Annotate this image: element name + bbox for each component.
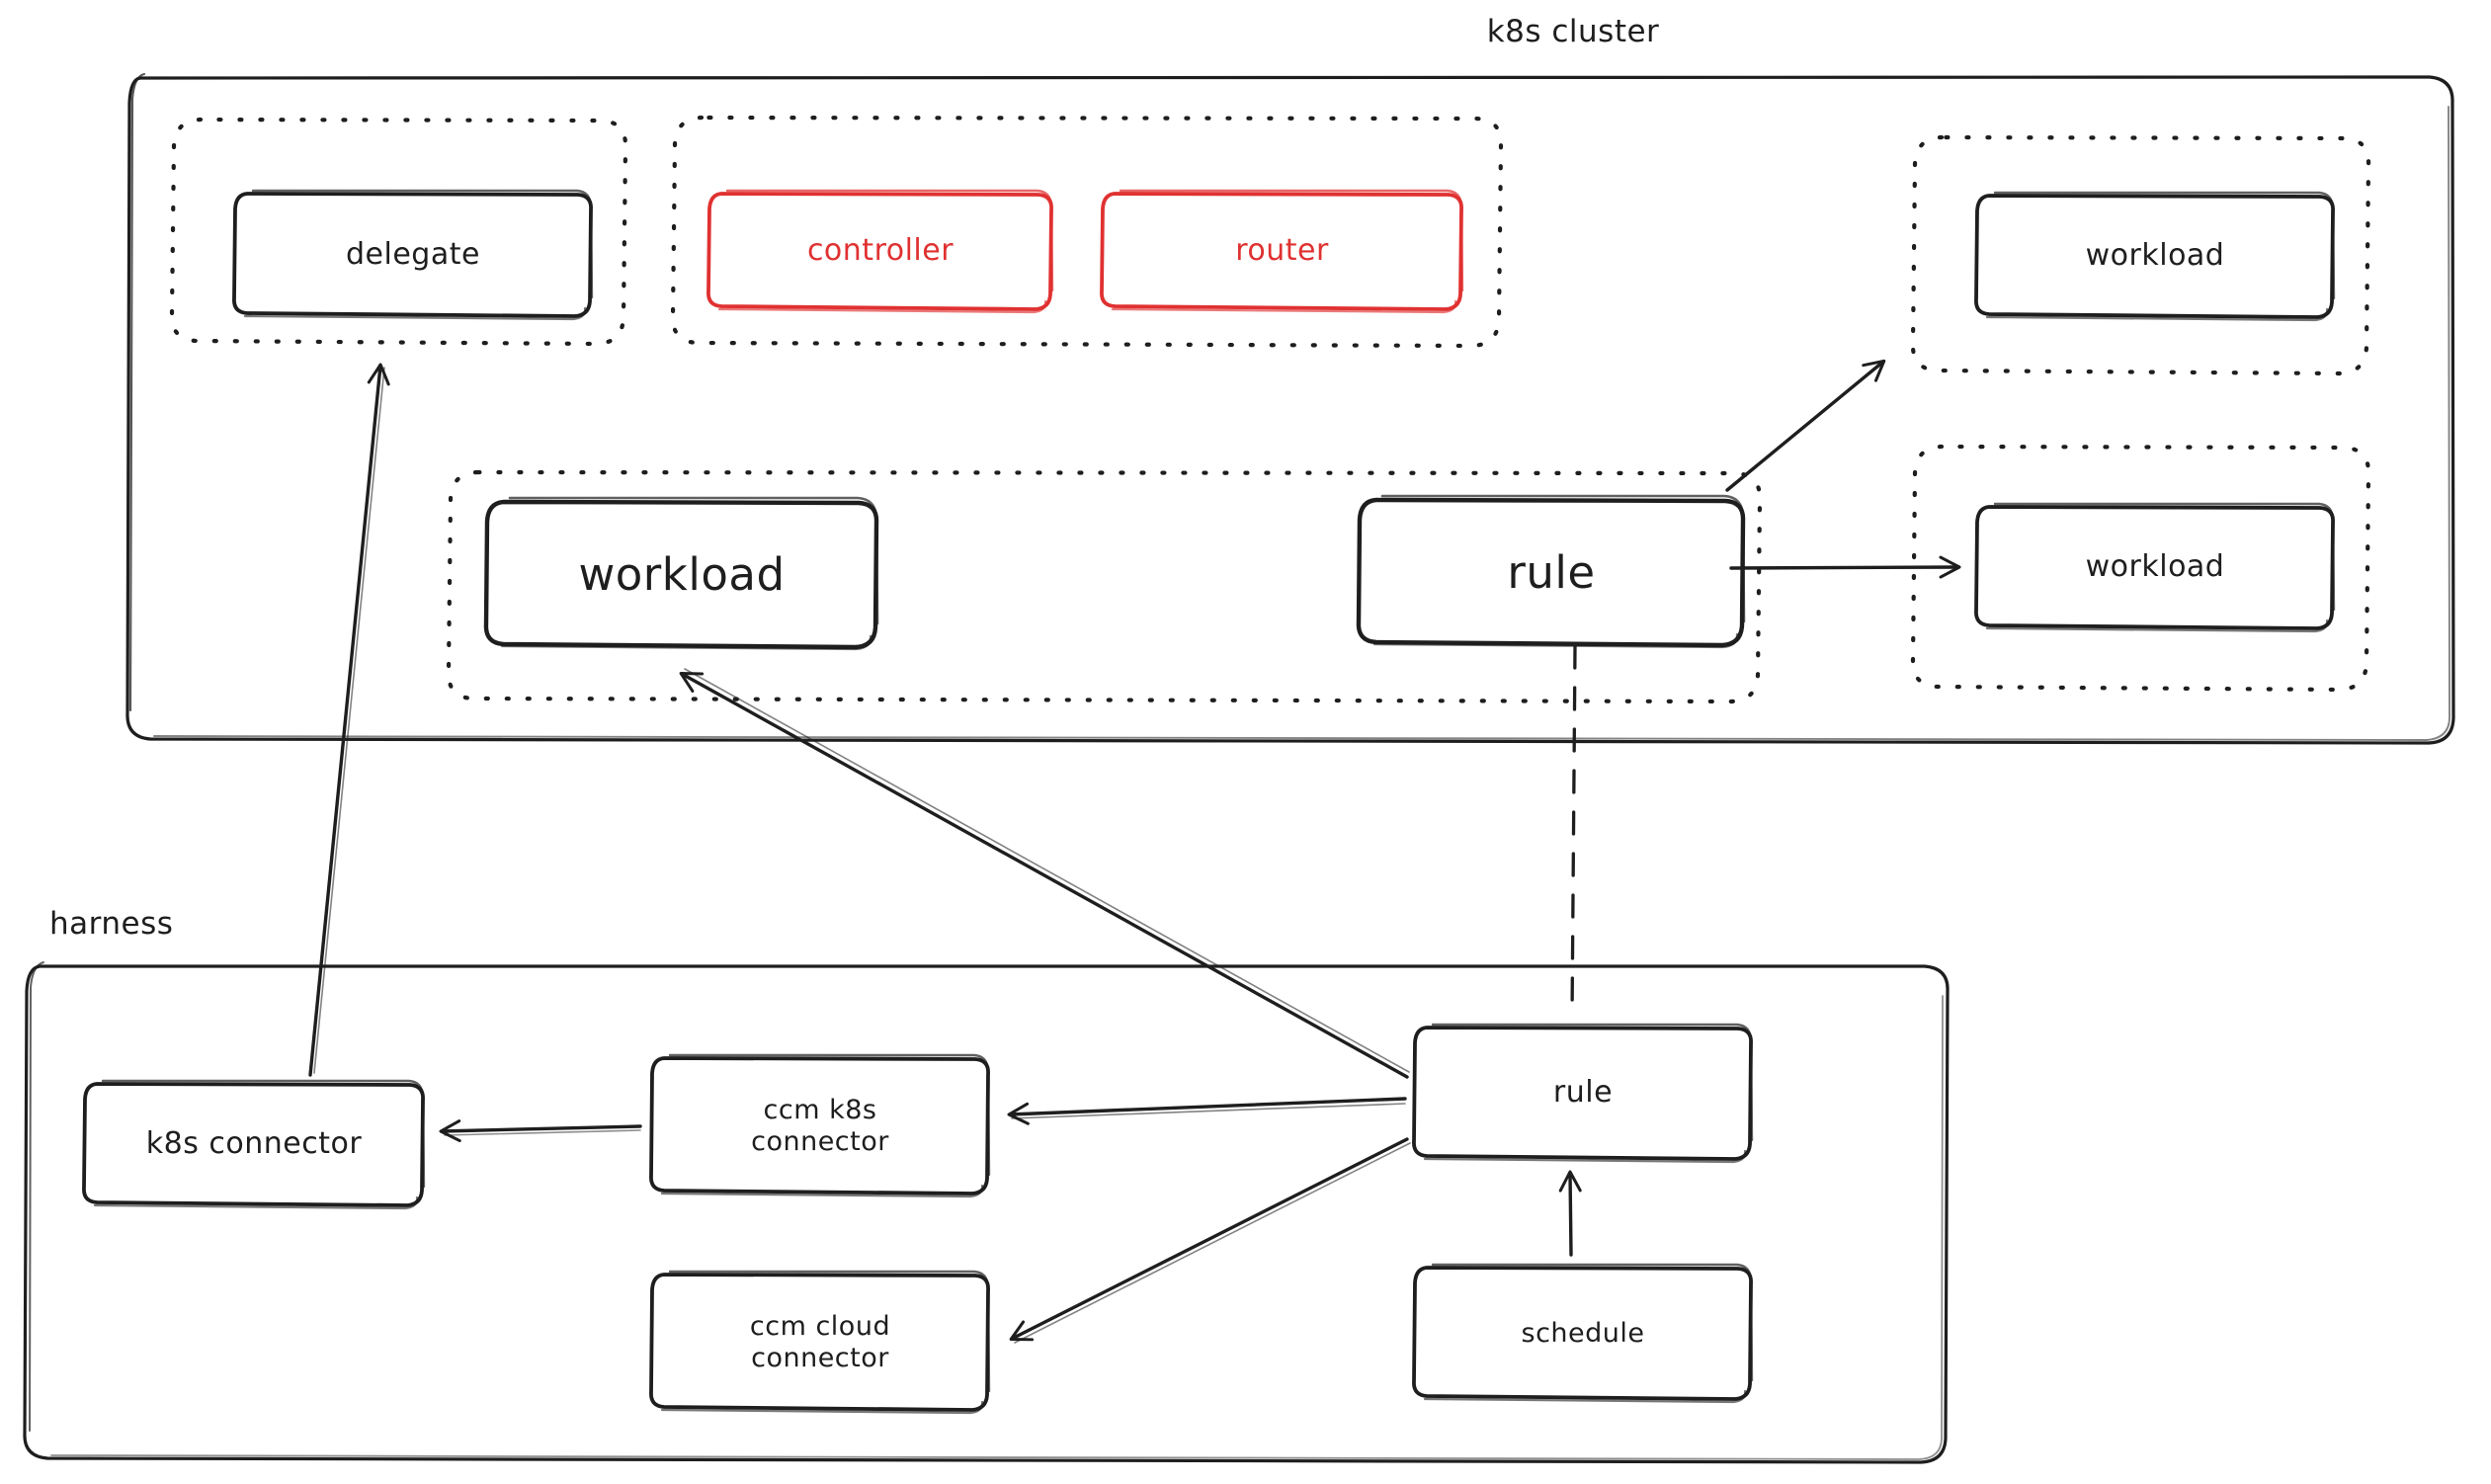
edge-rule-cluster-to-rule-harness [1570, 644, 1577, 1020]
node-router-shape[interactable] [1100, 189, 1464, 314]
node-label-router: router [1235, 233, 1329, 269]
edge-ccm-k8s-to-k8s-connector [439, 1119, 642, 1143]
node-ccm-k8s-connector-shape[interactable] [649, 1053, 991, 1198]
edge-rule-harness-to-ccm-cloud [1009, 1137, 1411, 1344]
edge-rule-cluster-to-workload-right-top [1725, 359, 1886, 492]
node-workload-right-bottom-shape[interactable] [1974, 502, 2336, 633]
dotted-namespace-borders [169, 115, 2371, 704]
edge-rule-harness-to-workload-main [679, 668, 1410, 1079]
edge-k8s-connector-to-delegate [308, 363, 390, 1077]
node-label-workload-right-bottom: workload [2085, 549, 2225, 585]
node-label-controller: controller [806, 233, 955, 269]
edge-rule-cluster-to-workload-right-bottom [1729, 555, 1961, 579]
group-label-k8s-cluster: k8s cluster [1486, 14, 1660, 49]
node-label-k8s-connector: k8s connector [145, 1126, 363, 1162]
edge-layer [308, 359, 1961, 1344]
node-controller-shape[interactable] [706, 189, 1054, 314]
group-k8s-cluster-border [125, 72, 2455, 745]
node-workload-main-shape[interactable] [483, 496, 879, 651]
node-k8s-connector-shape[interactable] [82, 1079, 426, 1210]
node-label-workload-main: workload [578, 547, 786, 601]
node-label-delegate: delegate [346, 236, 480, 272]
node-label-ccm-k8s-connector: ccm k8s connector [751, 1095, 889, 1157]
group-harness-border [23, 961, 1950, 1464]
node-rule-cluster-shape[interactable] [1356, 494, 1746, 649]
edge-rule-harness-to-ccm-k8s [1007, 1097, 1407, 1125]
node-label-rule-cluster: rule [1507, 545, 1596, 599]
node-delegate-shape[interactable] [232, 189, 594, 321]
node-workload-right-top-shape[interactable] [1974, 191, 2336, 322]
node-ccm-cloud-connector-shape[interactable] [649, 1270, 991, 1415]
node-label-rule-harness: rule [1552, 1075, 1614, 1111]
edge-schedule-to-rule-harness [1558, 1170, 1582, 1257]
node-rule-harness-shape[interactable] [1412, 1023, 1754, 1164]
node-label-ccm-cloud-connector: ccm cloud connector [749, 1311, 891, 1373]
node-label-schedule: schedule [1521, 1317, 1645, 1349]
group-label-harness: harness [49, 906, 174, 942]
node-label-workload-right-top: workload [2085, 238, 2225, 274]
node-schedule-shape[interactable] [1412, 1263, 1754, 1404]
